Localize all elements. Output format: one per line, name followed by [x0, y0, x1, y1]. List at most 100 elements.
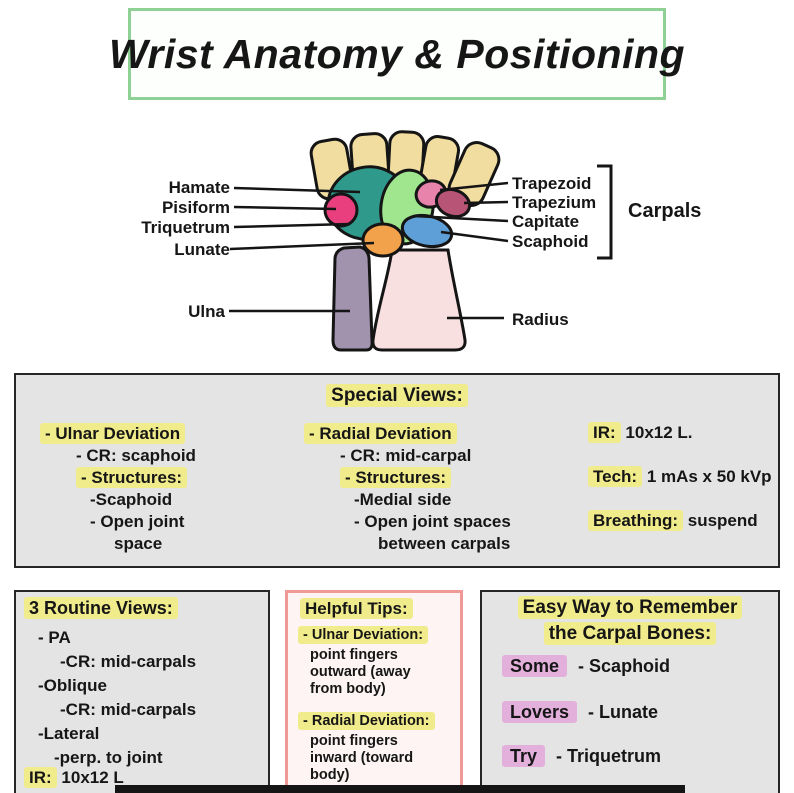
- routine-ir-value: 10x12 L: [61, 768, 124, 787]
- mnemonic-bone: - Triquetrum: [556, 746, 662, 766]
- helpful-tips-heading-row: Helpful Tips:: [300, 598, 413, 619]
- special-views-box: Special Views: - Ulnar Deviation - CR: s…: [14, 373, 780, 568]
- mnemonic-heading-row: Easy Way to Remember: [482, 596, 778, 619]
- special-views-heading-row: Special Views:: [16, 384, 778, 407]
- label-scaphoid: Scaphoid: [512, 232, 589, 251]
- trapezium-bone: [434, 187, 472, 219]
- routine-line: -CR: mid-carpals: [60, 700, 197, 719]
- radial-cr-line: - CR: mid-carpal: [340, 446, 472, 465]
- mnemonic-heading-line2: the Carpal Bones:: [543, 622, 717, 645]
- mnemonic-bone: - Lunate: [588, 702, 659, 722]
- radial-structure-item: - Open joint spaces: [354, 512, 511, 531]
- routine-line: -CR: mid-carpals: [60, 652, 197, 671]
- label-triquetrum: Triquetrum: [141, 218, 230, 237]
- radial-structure-item: between carpals: [378, 534, 511, 553]
- next-section-edge: [115, 785, 685, 793]
- special-views-heading: Special Views:: [326, 384, 468, 407]
- label-pisiform: Pisiform: [161, 198, 230, 217]
- breathing-line: Breathing: suspend: [588, 510, 772, 531]
- mnemonic-word: Some: [502, 655, 568, 677]
- mnemonic-item: Lovers - Lunate: [502, 701, 659, 723]
- mnemonic-word: Lovers: [502, 701, 578, 723]
- tech-value: 1 mAs x 50 kVp: [646, 467, 772, 486]
- mnemonic-word: Try: [502, 745, 546, 767]
- hamate-pointer-line: [233, 186, 361, 194]
- label-trapezium: Trapezium: [512, 193, 597, 212]
- tip-line: outward (away: [310, 664, 411, 680]
- breathing-label: Breathing:: [588, 510, 683, 531]
- label-carpals: Carpals: [628, 200, 702, 222]
- radius-bone: [371, 248, 467, 352]
- note-line: - Ulnar Deviation: [40, 423, 196, 445]
- note-line: - Structures:: [304, 467, 511, 489]
- routine-line: -Lateral: [38, 724, 100, 743]
- ir-label: IR:: [588, 422, 621, 443]
- pointer-lines: [229, 181, 509, 320]
- mnemonic-item: Try - Triquetrum: [502, 745, 662, 767]
- ulnar-deviation-title: - Ulnar Deviation: [40, 423, 186, 444]
- tech-label: Tech:: [588, 466, 643, 487]
- mnemonic-heading-row: the Carpal Bones:: [482, 622, 778, 645]
- radial-deviation-tip: - Radial Deviation: point fingers inward…: [298, 712, 435, 784]
- routine-line: -Oblique: [38, 676, 107, 695]
- trapezoid-pointer-line: [439, 181, 509, 192]
- carpals-bracket: [597, 164, 613, 260]
- routine-views-heading-row: 3 Routine Views:: [24, 597, 178, 619]
- label-capitate: Capitate: [512, 212, 580, 231]
- tip-line: point fingers: [310, 647, 398, 663]
- radial-structure-item: -Medial side: [354, 490, 452, 509]
- note-line: - Structures:: [40, 467, 196, 489]
- ulnar-cr-line: - CR: scaphoid: [76, 446, 196, 465]
- tip-ulnar-title: - Ulnar Deviation:: [298, 626, 429, 644]
- page-title: Wrist Anatomy & Positioning: [108, 30, 686, 77]
- routine-views-box: 3 Routine Views: - PA -CR: mid-carpals -…: [14, 590, 270, 793]
- label-lunate: Lunate: [174, 240, 230, 259]
- mnemonic-bone: - Scaphoid: [578, 656, 671, 676]
- ulnar-structure-item: - Open joint: [90, 512, 185, 531]
- routine-views-list: - PA -CR: mid-carpals -Oblique -CR: mid-…: [38, 626, 196, 770]
- ulnar-deviation-tip: - Ulnar Deviation: point fingers outward…: [298, 626, 429, 698]
- ulnar-deviation-column: - Ulnar Deviation - CR: scaphoid - Struc…: [40, 423, 196, 555]
- tip-line: body): [310, 767, 350, 783]
- capitate-pointer-line: [413, 214, 509, 223]
- ulna-bone: [331, 245, 374, 352]
- mnemonic-item: Some - Scaphoid: [502, 655, 671, 677]
- ulnar-structures-title: - Structures:: [76, 467, 188, 488]
- routine-ir-label: IR:: [24, 767, 57, 788]
- radial-deviation-column: - Radial Deviation - CR: mid-carpal - St…: [304, 423, 511, 555]
- note-line: - Ulnar Deviation:: [298, 626, 429, 644]
- technical-info-column: IR: 10x12 L. Tech: 1 mAs x 50 kVp Breath…: [588, 422, 772, 555]
- lunate-pointer-line: [229, 241, 375, 251]
- label-ulna: Ulna: [188, 302, 225, 321]
- helpful-tips-heading: Helpful Tips:: [300, 598, 413, 619]
- ir-line: IR: 10x12 L.: [588, 422, 772, 443]
- routine-line: -perp. to joint: [54, 748, 163, 767]
- breathing-value: suspend: [687, 511, 758, 530]
- lunate-bone: [361, 222, 405, 258]
- ulnar-structure-item: space: [114, 534, 163, 553]
- trapezium-pointer-line: [463, 200, 509, 205]
- scaphoid-pointer-line: [440, 230, 509, 243]
- note-line: - Radial Deviation:: [298, 712, 435, 730]
- pisiform-pointer-line: [233, 205, 337, 211]
- ir-value: 10x12 L.: [625, 423, 693, 442]
- mnemonic-heading-line1: Easy Way to Remember: [517, 596, 743, 619]
- routine-line: - PA: [38, 628, 71, 647]
- tip-radial-title: - Radial Deviation:: [298, 712, 435, 730]
- routine-ir-line: IR: 10x12 L: [24, 767, 124, 788]
- helpful-tips-box: Helpful Tips: - Ulnar Deviation: point f…: [285, 590, 463, 793]
- ulnar-structure-item: -Scaphoid: [90, 490, 173, 509]
- radial-deviation-title: - Radial Deviation: [304, 423, 457, 444]
- tech-line: Tech: 1 mAs x 50 kVp: [588, 466, 772, 487]
- routine-views-heading: 3 Routine Views:: [24, 597, 178, 619]
- title-box: Wrist Anatomy & Positioning: [109, 8, 685, 100]
- tip-line: from body): [310, 681, 386, 697]
- note-line: - Radial Deviation: [304, 423, 511, 445]
- label-trapezoid: Trapezoid: [512, 174, 592, 193]
- mnemonic-box: Easy Way to Remember the Carpal Bones: S…: [480, 590, 780, 793]
- label-radius: Radius: [512, 310, 569, 329]
- wrist-diagram: [229, 130, 613, 352]
- label-hamate: Hamate: [168, 178, 230, 197]
- tip-line: inward (toward: [310, 750, 414, 766]
- tip-line: point fingers: [310, 733, 398, 749]
